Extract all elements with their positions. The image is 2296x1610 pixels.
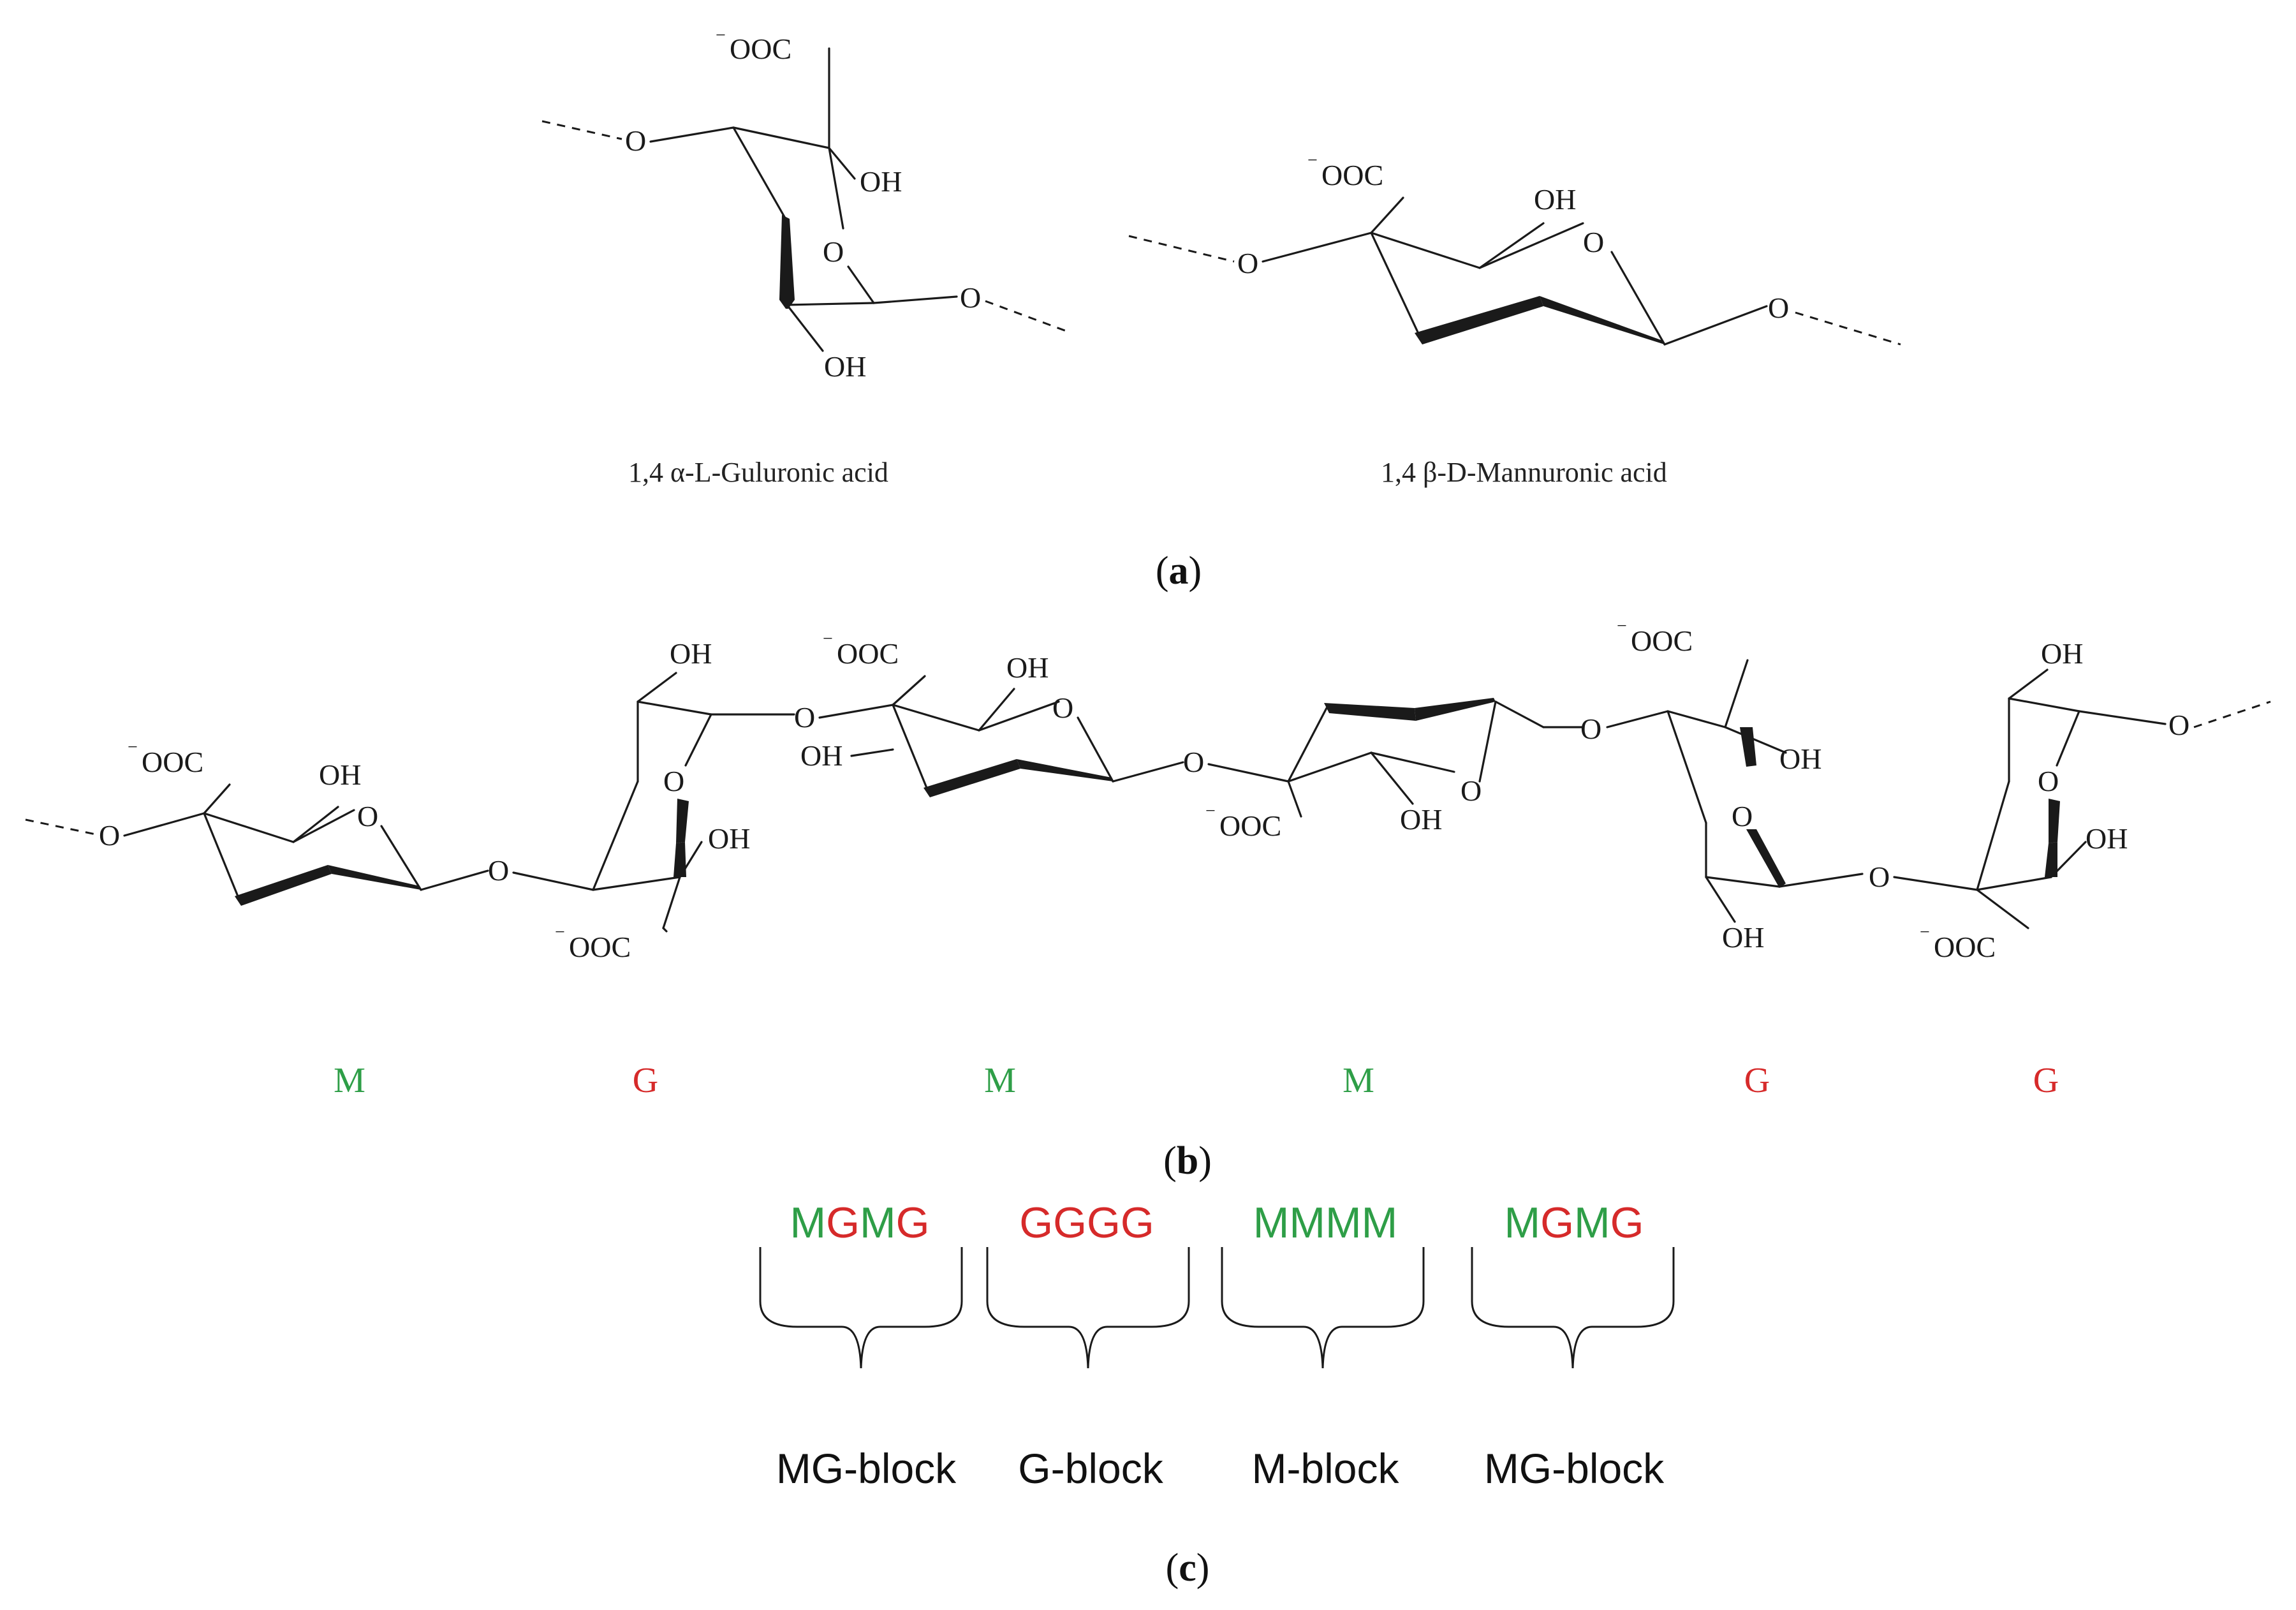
- carboxylate-group: OOC: [1934, 931, 1996, 963]
- panel-label-b: (b): [1163, 1139, 1212, 1183]
- hydroxyl-group: OH: [1006, 651, 1049, 684]
- hydroxyl-group: OH: [1779, 742, 1821, 775]
- unit-label: M: [984, 1061, 1016, 1100]
- hydroxyl-group: OH: [824, 350, 866, 383]
- block-name: M-block: [1251, 1445, 1399, 1492]
- paren-close: ): [1198, 1139, 1212, 1183]
- hydroxyl-group: OH: [708, 822, 750, 855]
- block-name: MG-block: [776, 1445, 957, 1492]
- glycosidic-oxygen: O: [1580, 713, 1601, 745]
- ring-oxygen: O: [1052, 691, 1073, 724]
- carboxylate-group: OOC: [837, 637, 899, 670]
- hydroxyl-group: OH: [319, 758, 361, 791]
- glycosidic-oxygen: O: [794, 701, 815, 734]
- glycosidic-oxygen: O: [1768, 292, 1789, 324]
- unit-label: M: [1343, 1061, 1374, 1100]
- paren-close: ): [1189, 549, 1202, 593]
- mannuronic-acid-structure: O − OOC OH O O: [1128, 151, 1901, 346]
- paren-open: (: [1156, 549, 1169, 593]
- block-sequence: MGMG: [790, 1199, 929, 1247]
- panel-letter: a: [1169, 549, 1189, 593]
- carboxylate-group: OOC: [569, 931, 631, 963]
- ring-oxygen: O: [823, 235, 844, 268]
- glycosidic-oxygen: O: [2168, 709, 2189, 741]
- carboxylate-group: OOC: [142, 746, 203, 778]
- guluronic-acid-name: 1,4 α-L-Guluronic acid: [628, 457, 888, 488]
- hydroxyl-group: OH: [2041, 637, 2083, 670]
- unit-label: G: [1744, 1061, 1770, 1100]
- block-sequence-2: GGGG G-block: [986, 1199, 1190, 1492]
- carboxylate-group: OOC: [1219, 809, 1281, 842]
- hydroxyl-group: OH: [860, 165, 902, 198]
- block-brace: [1221, 1247, 1425, 1369]
- paren-open: (: [1163, 1139, 1177, 1183]
- glycosidic-oxygen: O: [1237, 247, 1258, 279]
- unit-label: M: [334, 1061, 365, 1100]
- block-name: MG-block: [1484, 1445, 1665, 1492]
- block-brace: [759, 1247, 963, 1369]
- carboxylate-group: OOC: [730, 33, 791, 65]
- paren-open: (: [1166, 1546, 1179, 1590]
- hydroxyl-group: OH: [1722, 921, 1764, 954]
- ring-oxygen: O: [357, 800, 378, 832]
- hydroxyl-group: OH: [1534, 183, 1576, 216]
- hydroxyl-group: OH: [670, 637, 712, 670]
- ring-oxygen: O: [1732, 800, 1753, 832]
- charge-sign: −: [1205, 801, 1216, 821]
- charge-sign: −: [1307, 151, 1318, 170]
- panel-label-c: (c): [1166, 1546, 1210, 1590]
- unit-label: G: [2033, 1061, 2059, 1100]
- panel-letter: c: [1179, 1546, 1196, 1590]
- glycosidic-oxygen: O: [488, 854, 509, 887]
- ring-oxygen: O: [1461, 774, 1482, 807]
- block-name: G-block: [1018, 1445, 1163, 1492]
- charge-sign: −: [716, 26, 726, 45]
- block-brace: [986, 1247, 1190, 1369]
- charge-sign: −: [1617, 616, 1627, 636]
- charge-sign: −: [128, 737, 138, 757]
- block-sequence-3: MMMM M-block: [1221, 1199, 1425, 1492]
- monomer-unit-labels: M G M M G G: [334, 1061, 2059, 1100]
- glycosidic-oxygen: O: [960, 281, 981, 314]
- unit-label: G: [633, 1061, 658, 1100]
- charge-sign: −: [1920, 922, 1930, 942]
- block-brace: [1471, 1247, 1675, 1369]
- hydroxyl-group: OH: [2086, 822, 2128, 855]
- alginate-chain-structure: O − OOC OH O O OH O O OH − OOC: [25, 616, 2271, 963]
- glycosidic-oxygen: O: [1183, 746, 1204, 778]
- mannuronic-acid-name: 1,4 β-D-Mannuronic acid: [1381, 457, 1667, 488]
- hydroxyl-group: OH: [800, 739, 843, 772]
- charge-sign: −: [555, 922, 565, 942]
- block-sequence: MMMM: [1253, 1199, 1398, 1247]
- carboxylate-group: OOC: [1631, 624, 1693, 657]
- hydroxyl-group: OH: [1400, 803, 1442, 836]
- block-sequence: GGGG: [1019, 1199, 1154, 1247]
- block-sequence-1: MGMG MG-block: [759, 1199, 963, 1492]
- ring-oxygen: O: [2038, 765, 2059, 797]
- panel-label-a: (a): [1156, 549, 1202, 593]
- panel-letter: b: [1177, 1139, 1198, 1183]
- ring-oxygen: O: [1583, 226, 1604, 258]
- glycosidic-oxygen: O: [625, 124, 646, 157]
- charge-sign: −: [823, 629, 833, 649]
- block-sequence: MGMG: [1504, 1199, 1644, 1247]
- paren-close: ): [1196, 1546, 1210, 1590]
- block-sequence-4: MGMG MG-block: [1471, 1199, 1675, 1492]
- ring-oxygen: O: [663, 765, 684, 797]
- glycosidic-oxygen: O: [99, 819, 120, 852]
- glycosidic-oxygen: O: [1869, 860, 1890, 893]
- guluronic-acid-structure: O − OOC OH O O OH: [541, 26, 1072, 383]
- carboxylate-group: OOC: [1321, 159, 1383, 191]
